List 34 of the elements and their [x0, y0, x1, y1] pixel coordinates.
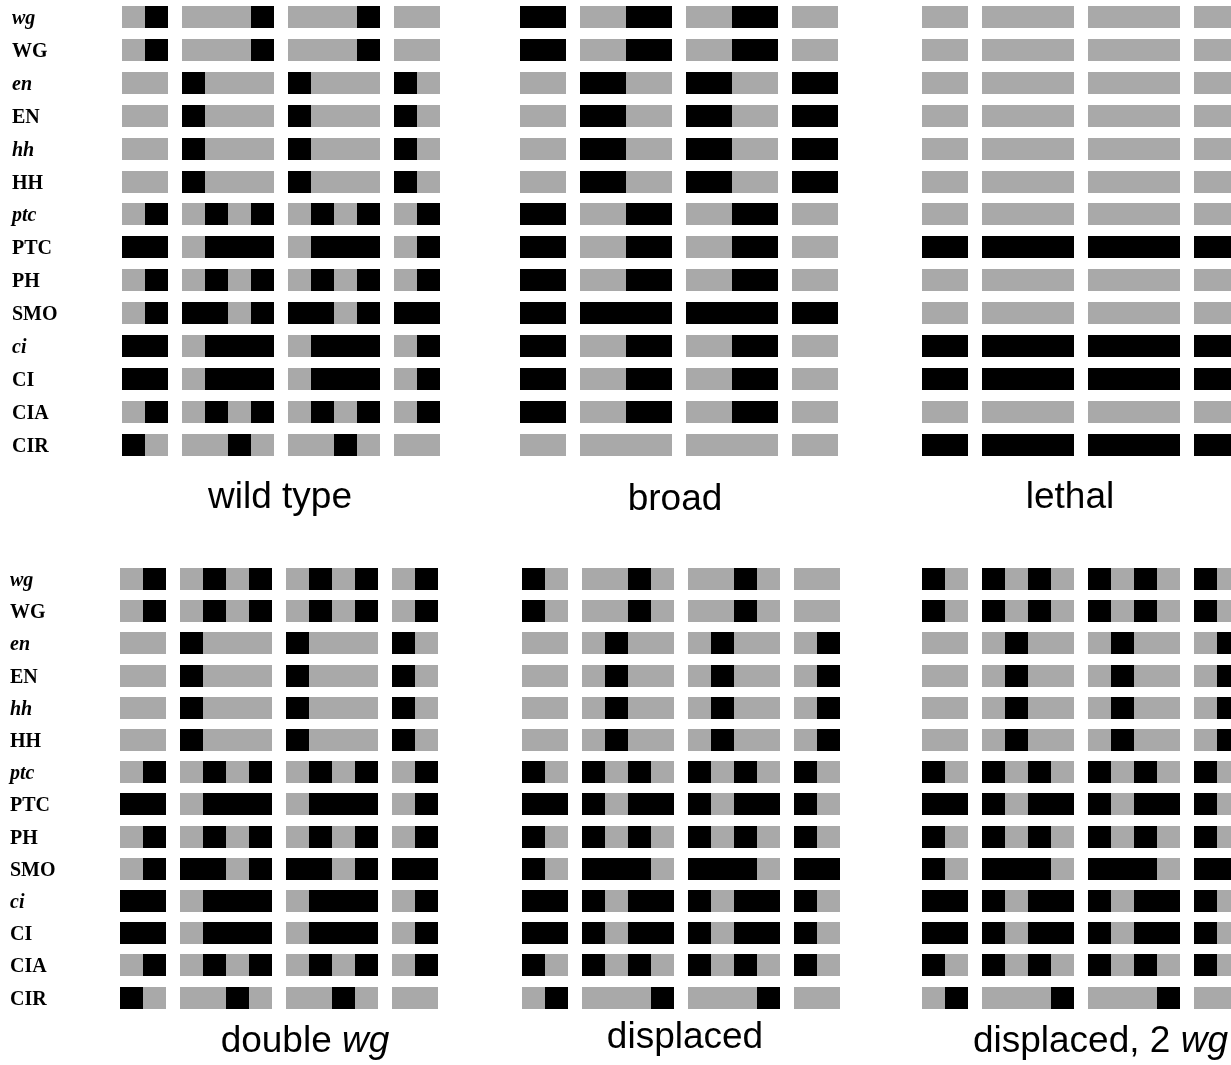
panel-caption: displaced, 2 wg: [972, 1018, 1228, 1062]
row-label: CIA: [12, 400, 49, 423]
row-label: WG: [12, 38, 48, 61]
row-label: CI: [12, 367, 35, 390]
panel-caption: double wg: [220, 1018, 390, 1062]
row-label: EN: [10, 664, 38, 687]
row-label: CI: [10, 922, 33, 945]
row-label: ci: [12, 335, 27, 357]
row-label: ci: [10, 890, 25, 912]
panel-caption: lethal: [1025, 474, 1115, 518]
row-label: wg: [12, 6, 36, 28]
panel-caption: broad: [627, 476, 723, 520]
row-label: HH: [10, 729, 42, 751]
row-label: CIA: [10, 954, 47, 977]
row-label: CIR: [12, 433, 49, 456]
panel-caption: wild type: [208, 474, 352, 518]
row-label: wg: [10, 568, 34, 590]
row-label: en: [12, 71, 32, 94]
row-label: PTC: [10, 793, 50, 816]
row-label: CIR: [10, 986, 47, 1009]
row-label: en: [10, 632, 30, 655]
row-label: ptc: [12, 203, 37, 226]
row-label: hh: [12, 137, 35, 160]
row-label: hh: [10, 696, 33, 719]
row-label: PTC: [12, 236, 52, 259]
row-label: SMO: [12, 302, 58, 325]
panel-caption: displaced: [606, 1014, 764, 1058]
row-label: ptc: [10, 761, 35, 784]
row-label: PH: [12, 269, 40, 292]
row-label: WG: [10, 600, 46, 623]
row-label: PH: [10, 825, 38, 848]
row-label: HH: [12, 170, 44, 193]
row-label: SMO: [10, 857, 56, 880]
row-label: EN: [12, 104, 40, 127]
